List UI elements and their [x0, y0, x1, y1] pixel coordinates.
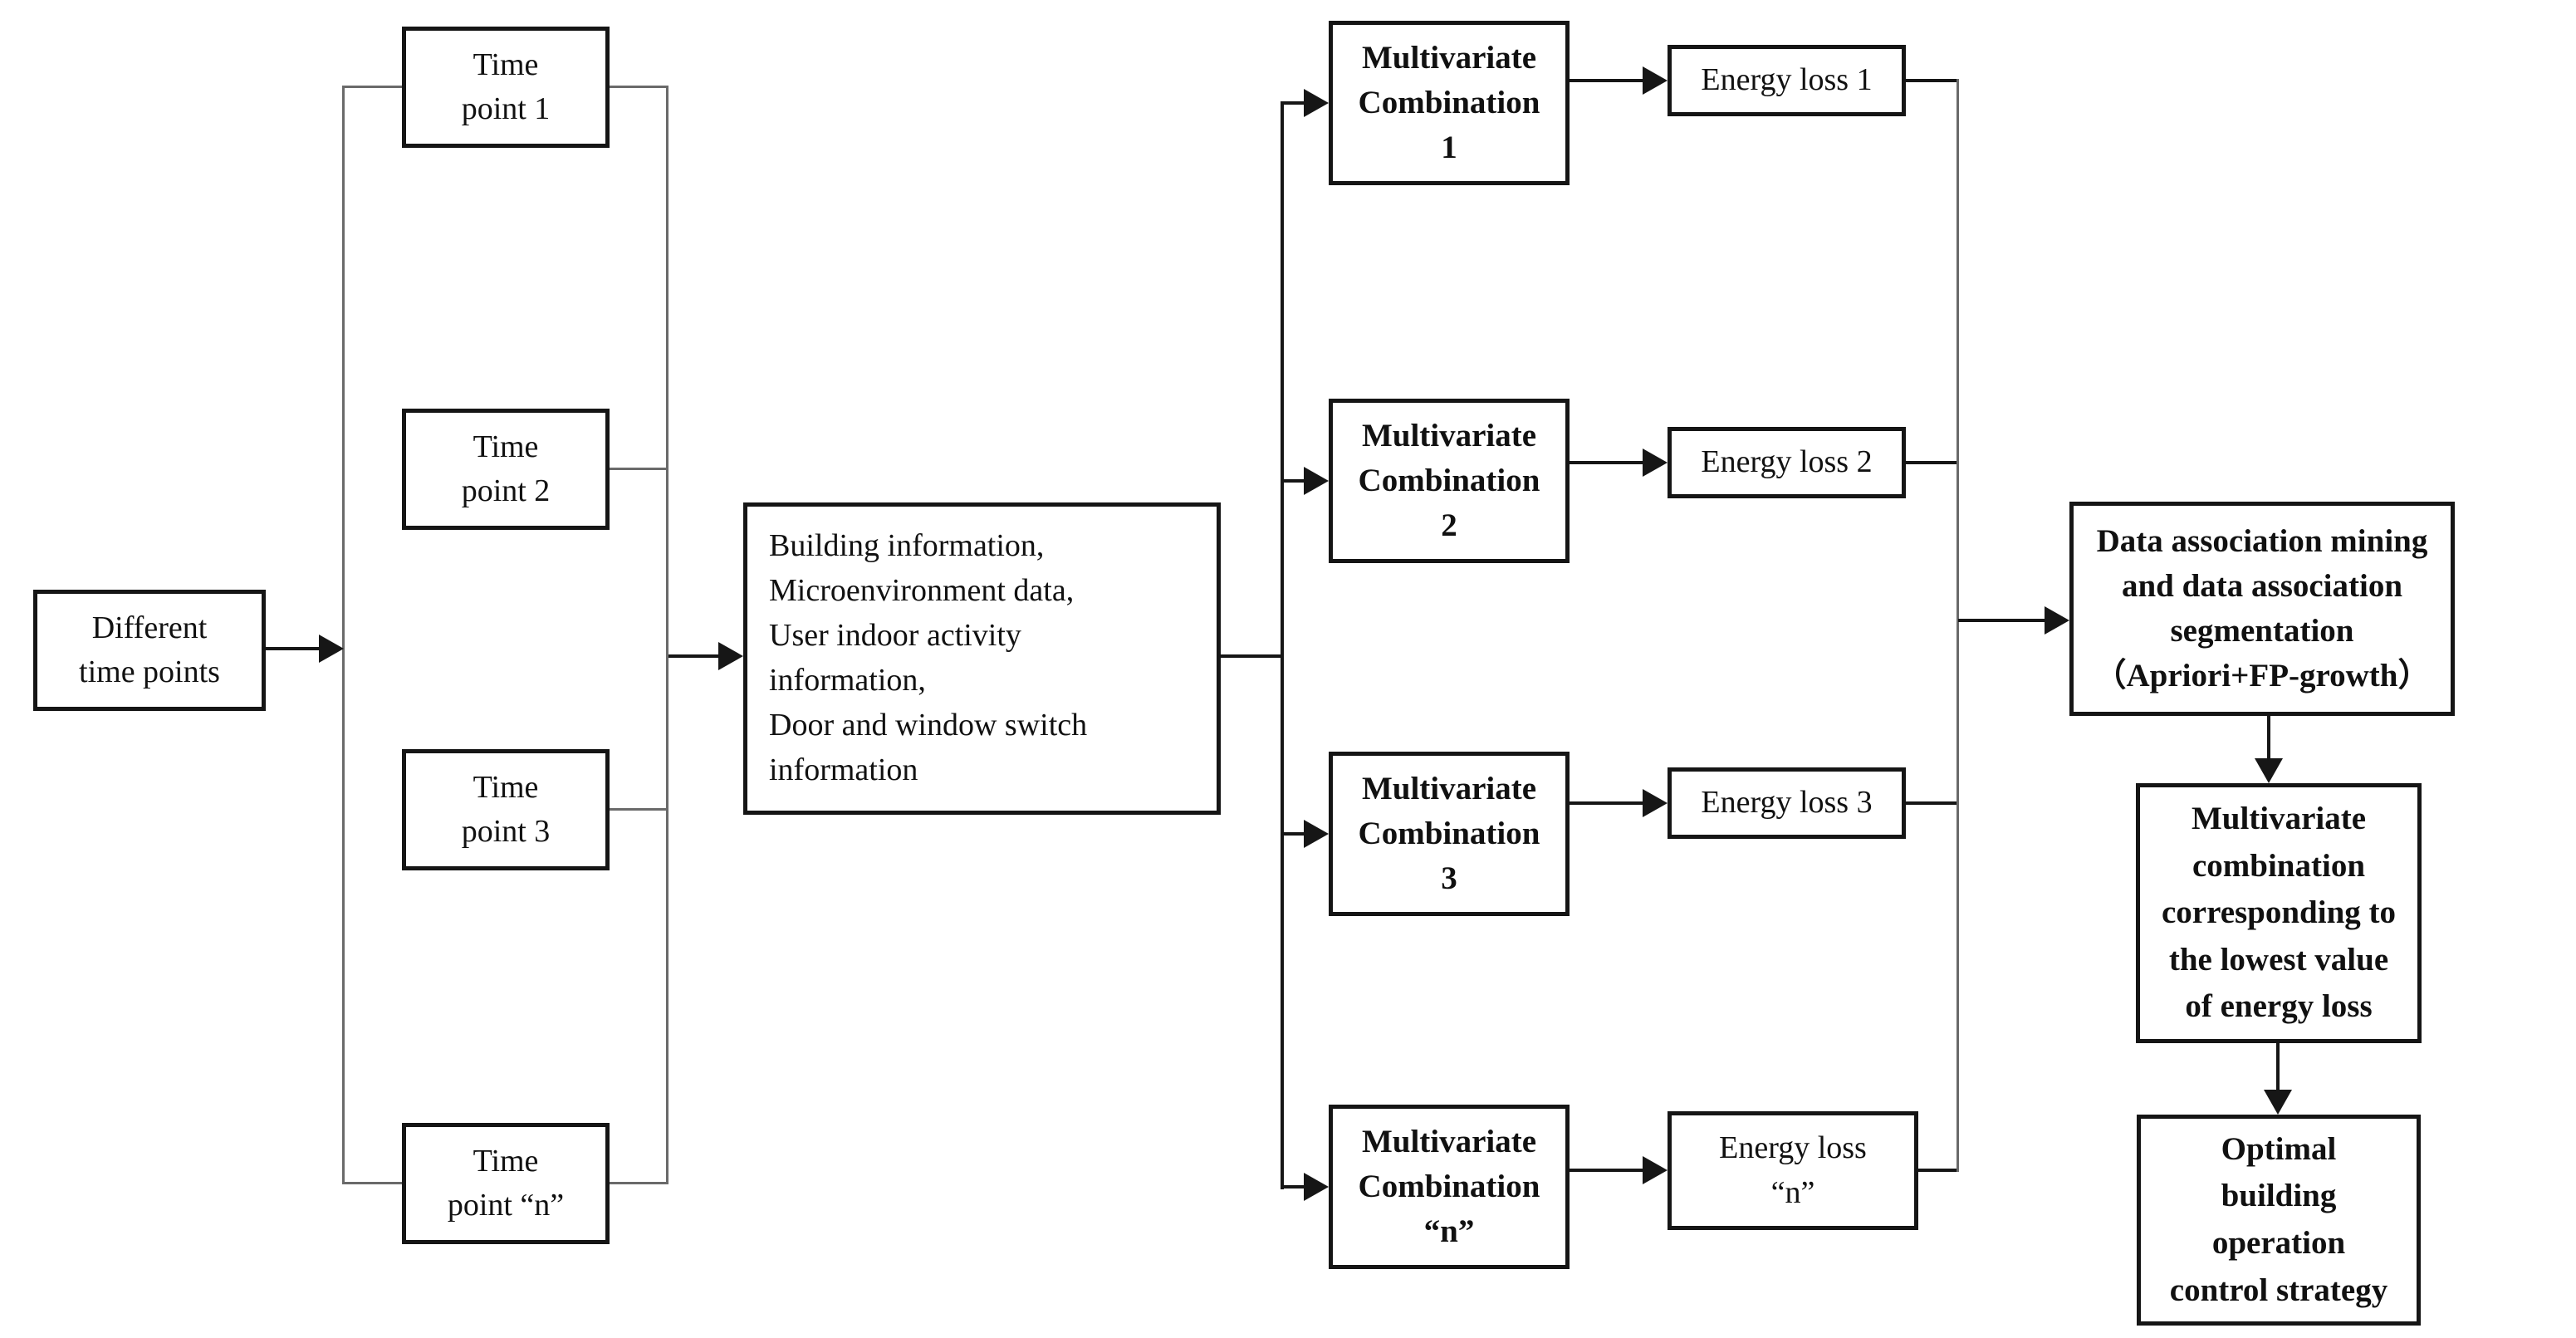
- arrowhead-into-info-box: [718, 642, 743, 670]
- arrow-stem-eln: [1570, 1169, 1643, 1172]
- arrow-stem-into-lowest-combination: [2267, 716, 2270, 759]
- box-energy-loss-1-label: Energy loss 1: [1701, 62, 1873, 98]
- arrow-stem-el2: [1570, 461, 1643, 464]
- box-energy-loss-3-label: Energy loss 3: [1701, 785, 1873, 821]
- box-multivariate-combination-n: Multivariate Combination “n”: [1329, 1105, 1570, 1269]
- box-different-time-points-label: Different time points: [79, 610, 220, 689]
- box-energy-loss-2-label: Energy loss 2: [1701, 444, 1873, 480]
- arrowhead-mcn: [1304, 1173, 1329, 1201]
- connector-el3-to-collector: [1906, 801, 1959, 805]
- connector-time-point-n-to-right-trunk: [610, 1182, 668, 1184]
- box-energy-loss-1: Energy loss 1: [1668, 45, 1906, 116]
- connector-collector-trunk: [1956, 79, 1959, 1172]
- connector-el2-to-collector: [1906, 461, 1959, 464]
- box-time-point-3-label: Time point 3: [461, 769, 551, 849]
- box-multivariate-combination-1-label: Multivariate Combination 1: [1358, 40, 1540, 165]
- arrow-stem-into-optimal-strategy: [2276, 1043, 2280, 1091]
- connector-el1-to-collector: [1906, 79, 1959, 82]
- arrowhead-into-data-association: [2045, 606, 2069, 635]
- box-time-point-2: Time point 2: [402, 409, 610, 530]
- box-optimal-control-strategy: Optimal building operation control strat…: [2137, 1115, 2421, 1326]
- box-multivariate-combination-2-label: Multivariate Combination 2: [1358, 418, 1540, 543]
- arrowhead-different-time-points: [319, 635, 344, 663]
- box-time-point-1: Time point 1: [402, 27, 610, 148]
- connector-time-point-2-to-right-trunk: [610, 468, 668, 470]
- arrow-stem-mc2: [1283, 479, 1306, 483]
- connector-time-point-1-to-right-trunk: [610, 86, 668, 88]
- box-energy-loss-2: Energy loss 2: [1668, 427, 1906, 498]
- box-data-association-mining: Data association mining and data associa…: [2069, 502, 2455, 716]
- arrow-stem-el1: [1570, 79, 1643, 82]
- box-energy-loss-n: Energy loss “n”: [1668, 1111, 1918, 1230]
- box-different-time-points: Different time points: [33, 590, 266, 711]
- box-energy-loss-3: Energy loss 3: [1668, 767, 1906, 839]
- box-multivariate-combination-1: Multivariate Combination 1: [1329, 21, 1570, 185]
- box-multivariate-combination-2: Multivariate Combination 2: [1329, 399, 1570, 563]
- box-input-information-label: Building information, Microenvironment d…: [769, 528, 1088, 787]
- arrowhead-mc1: [1304, 89, 1329, 117]
- box-data-association-mining-label: Data association mining and data associa…: [2094, 523, 2431, 694]
- connector-eln-to-collector: [1918, 1169, 1959, 1172]
- connector-right-trunk: [666, 86, 668, 1184]
- arrow-stem-into-data-association: [1958, 619, 2045, 622]
- arrowhead-mc3: [1304, 820, 1329, 848]
- arrow-stem-into-info-box: [668, 654, 720, 658]
- box-input-information: Building information, Microenvironment d…: [743, 502, 1221, 815]
- arrow-stem-mcn: [1283, 1185, 1306, 1189]
- connector-left-trunk-to-time-point-n: [342, 1182, 402, 1184]
- arrowhead-el1: [1643, 66, 1668, 95]
- box-time-point-n-label: Time point “n”: [447, 1143, 565, 1223]
- box-time-point-2-label: Time point 2: [461, 429, 551, 508]
- box-multivariate-combination-3: Multivariate Combination 3: [1329, 752, 1570, 916]
- box-lowest-energy-loss-combination: Multivariate combination corresponding t…: [2136, 783, 2422, 1043]
- arrowhead-into-lowest-combination: [2255, 758, 2283, 783]
- box-time-point-3: Time point 3: [402, 749, 610, 870]
- box-multivariate-combination-n-label: Multivariate Combination “n”: [1358, 1124, 1540, 1249]
- box-lowest-energy-loss-combination-label: Multivariate combination corresponding t…: [2161, 801, 2397, 1025]
- arrow-stem-different-time-points: [266, 647, 322, 650]
- connector-left-trunk-to-time-point-1: [342, 86, 402, 88]
- box-multivariate-combination-3-label: Multivariate Combination 3: [1358, 771, 1540, 896]
- arrowhead-eln: [1643, 1156, 1668, 1184]
- connector-time-point-3-to-right-trunk: [610, 808, 668, 811]
- arrowhead-el3: [1643, 789, 1668, 817]
- arrowhead-mc2: [1304, 467, 1329, 495]
- arrow-stem-mc1: [1283, 101, 1306, 105]
- arrow-stem-mc3: [1283, 832, 1306, 836]
- connector-distribution-trunk: [1281, 101, 1284, 1189]
- arrowhead-into-optimal-strategy: [2264, 1090, 2292, 1115]
- box-optimal-control-strategy-label: Optimal building operation control strat…: [2169, 1130, 2388, 1308]
- arrow-stem-el3: [1570, 801, 1643, 805]
- box-time-point-n: Time point “n”: [402, 1123, 610, 1244]
- box-energy-loss-n-label: Energy loss “n”: [1719, 1130, 1867, 1210]
- box-time-point-1-label: Time point 1: [461, 47, 551, 126]
- arrowhead-el2: [1643, 448, 1668, 477]
- connector-info-box-to-distribution-trunk: [1221, 654, 1284, 658]
